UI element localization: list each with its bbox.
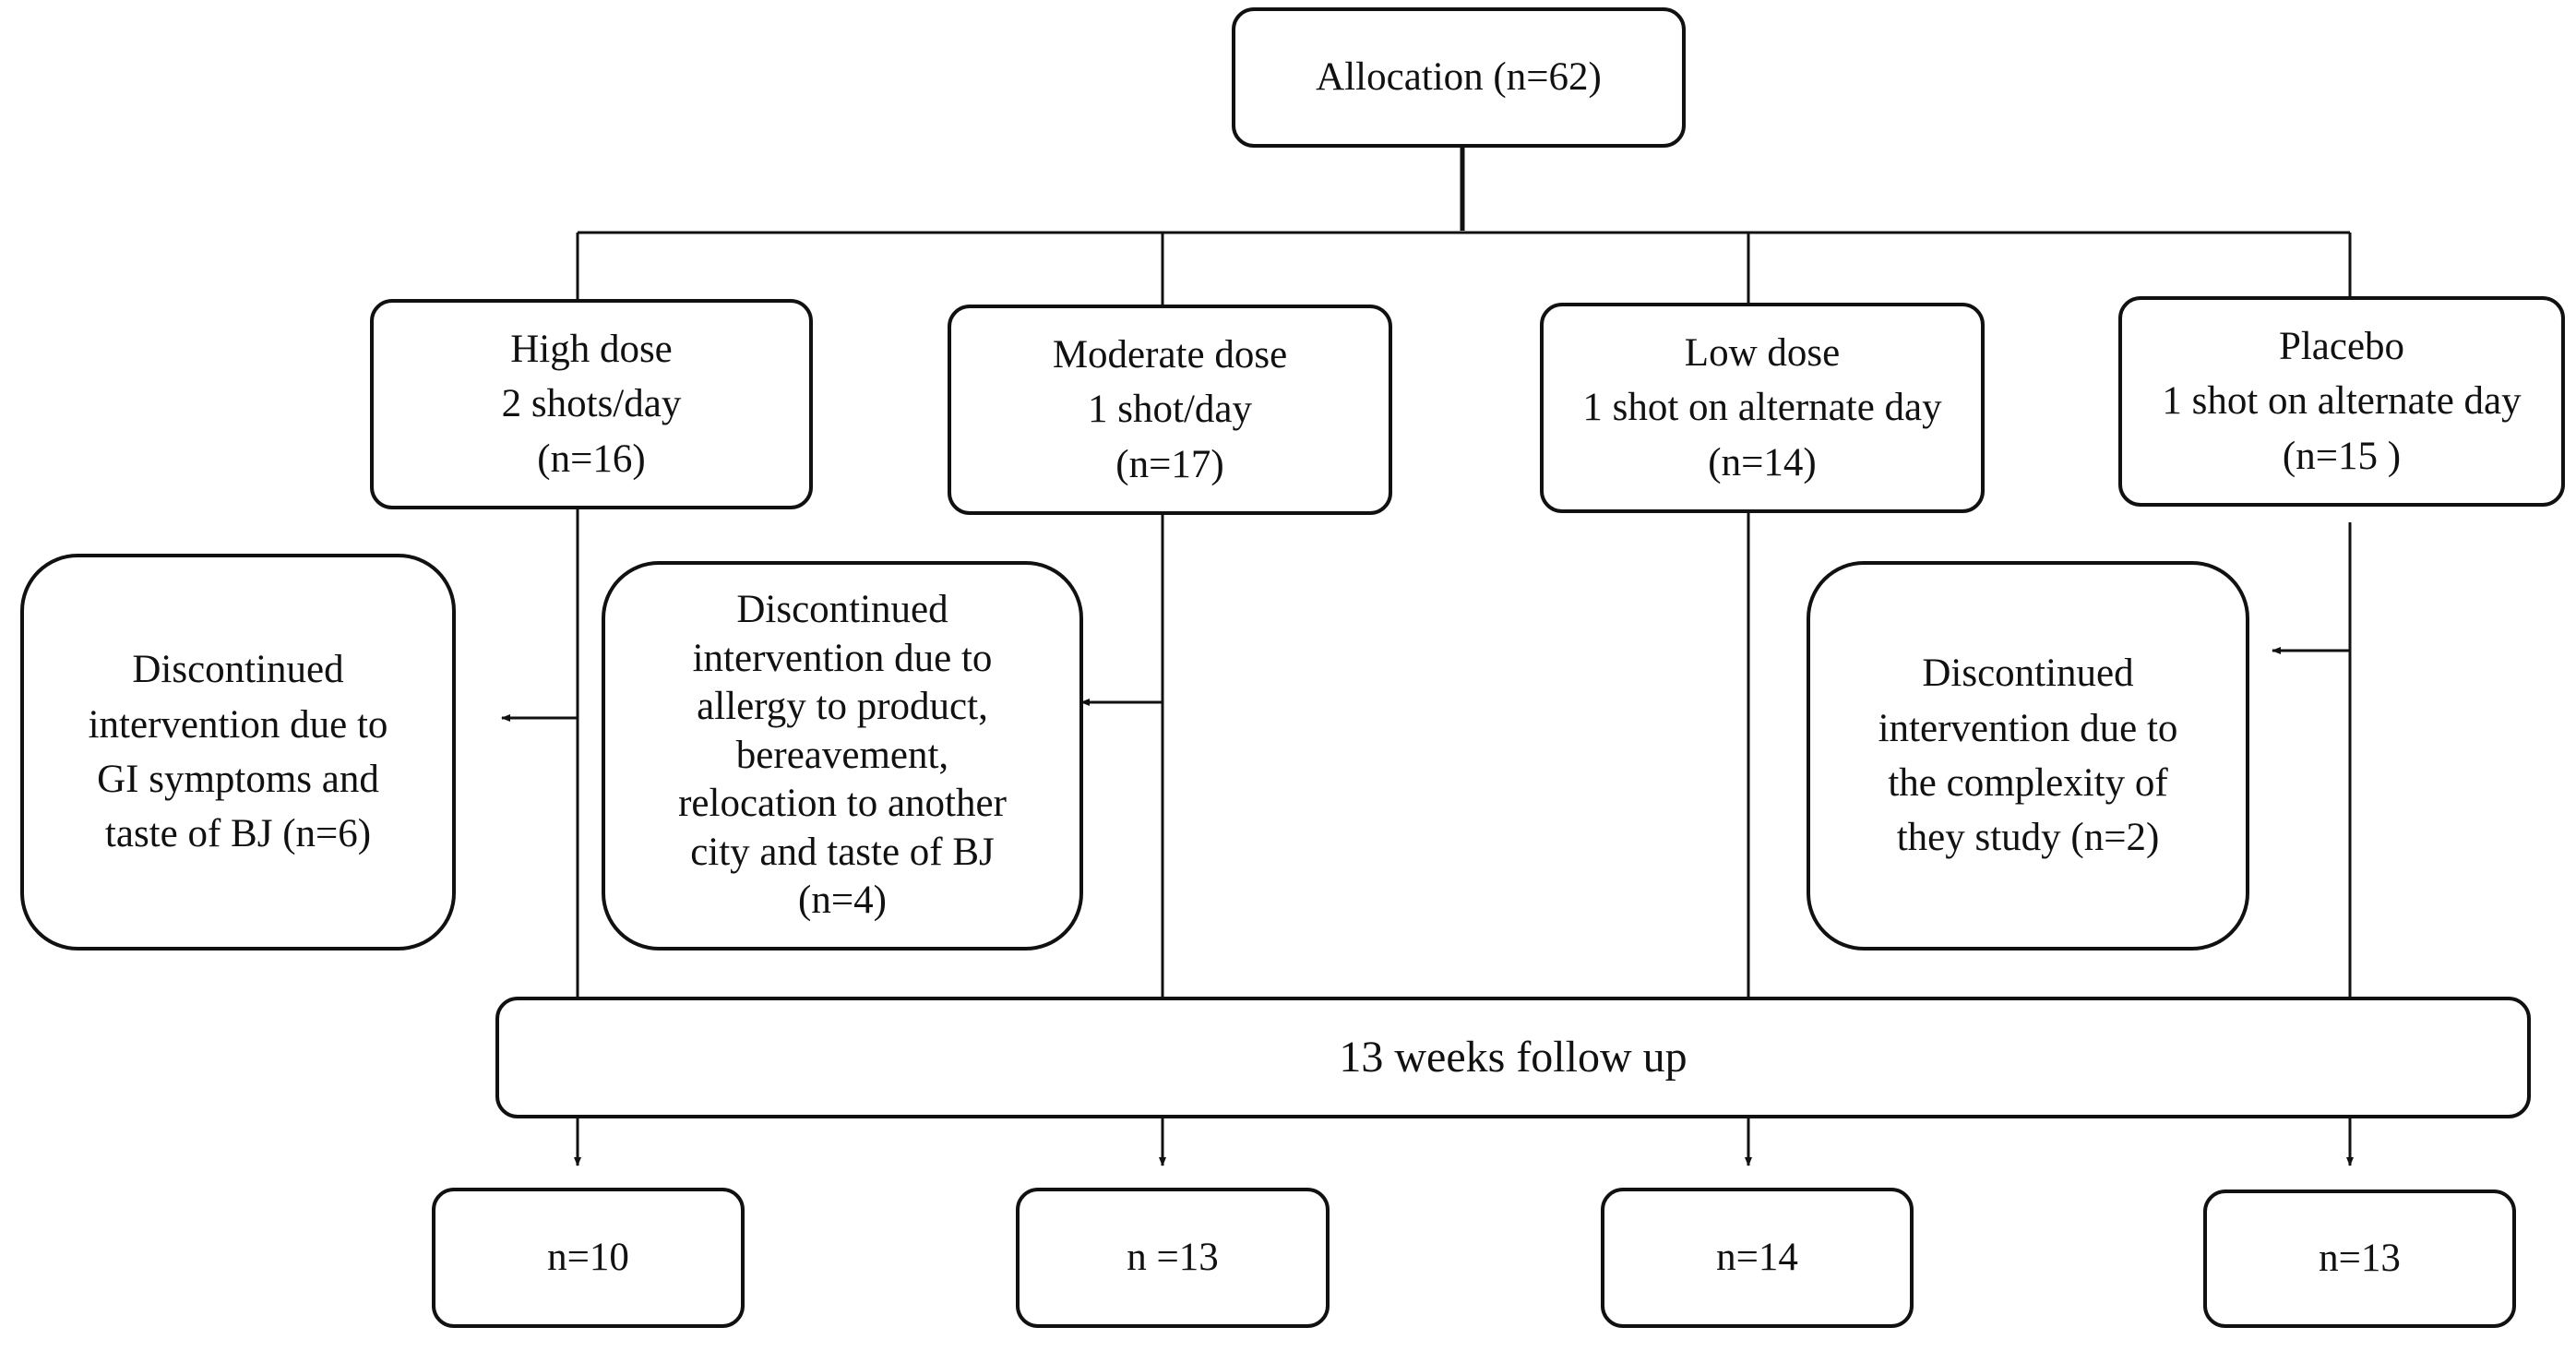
- final-placebo-box: n=13: [2203, 1190, 2516, 1328]
- arm-dose: 2 shots/day: [501, 382, 682, 426]
- final-low-dose-box: n=14: [1601, 1188, 1914, 1328]
- arm-name: Moderate dose: [1052, 333, 1288, 377]
- final-moderate-dose-box: n =13: [1016, 1188, 1330, 1328]
- allocation-box: Allocation (n=62): [1232, 7, 1686, 148]
- arm-count: (n=16): [537, 436, 646, 481]
- arm-dose: 1 shot on alternate day: [1582, 386, 1942, 430]
- arm-name: Low dose: [1684, 331, 1841, 375]
- arm-count: (n=15 ): [2282, 434, 2402, 478]
- discontinued-placebo-box: Discontinued intervention due to the com…: [1807, 561, 2249, 950]
- allocation-label: Allocation (n=62): [1316, 55, 1602, 100]
- final-count: n=10: [547, 1236, 629, 1280]
- arm-count: (n=17): [1115, 442, 1224, 486]
- discontinued-line: relocation to another: [678, 782, 1007, 826]
- arm-dose: 1 shot on alternate day: [2162, 379, 2522, 424]
- arm-high-dose-box: High dose 2 shots/day (n=16): [370, 299, 813, 509]
- followup-box: 13 weeks follow up: [495, 997, 2531, 1118]
- discontinued-line: bereavement,: [735, 733, 949, 777]
- discontinued-line: Discontinued: [1922, 652, 2134, 696]
- final-count: n =13: [1127, 1236, 1219, 1280]
- final-high-dose-box: n=10: [432, 1188, 745, 1328]
- discontinued-high-dose-box: Discontinued intervention due to GI symp…: [20, 554, 456, 950]
- discontinued-line: intervention due to: [1878, 706, 2178, 750]
- arm-name: High dose: [510, 328, 673, 371]
- final-count: n=13: [2319, 1237, 2401, 1281]
- discontinued-line: intervention due to: [692, 636, 993, 680]
- discontinued-line: they study (n=2): [1896, 816, 2160, 860]
- discontinued-line: GI symptoms and: [97, 758, 379, 801]
- discontinued-moderate-dose-box: Discontinued intervention due to allergy…: [602, 561, 1083, 950]
- arm-count: (n=14): [1708, 440, 1817, 484]
- arm-dose: 1 shot/day: [1088, 388, 1252, 432]
- followup-label: 13 weeks follow up: [1339, 1032, 1688, 1082]
- discontinued-line: intervention due to: [88, 702, 388, 747]
- arm-name: Placebo: [2278, 325, 2405, 368]
- final-count: n=14: [1716, 1236, 1798, 1280]
- arm-placebo-box: Placebo 1 shot on alternate day (n=15 ): [2118, 296, 2565, 507]
- discontinued-line: city and taste of BJ: [690, 830, 995, 874]
- arm-moderate-dose-box: Moderate dose 1 shot/day (n=17): [948, 305, 1392, 515]
- discontinued-line: Discontinued: [736, 588, 948, 632]
- arm-low-dose-box: Low dose 1 shot on alternate day (n=14): [1540, 303, 1985, 513]
- discontinued-line: taste of BJ (n=6): [104, 812, 372, 856]
- discontinued-line: (n=4): [798, 879, 887, 923]
- discontinued-line: the complexity of: [1888, 761, 2168, 805]
- discontinued-line: Discontinued: [132, 648, 344, 692]
- discontinued-line: allergy to product,: [697, 685, 988, 729]
